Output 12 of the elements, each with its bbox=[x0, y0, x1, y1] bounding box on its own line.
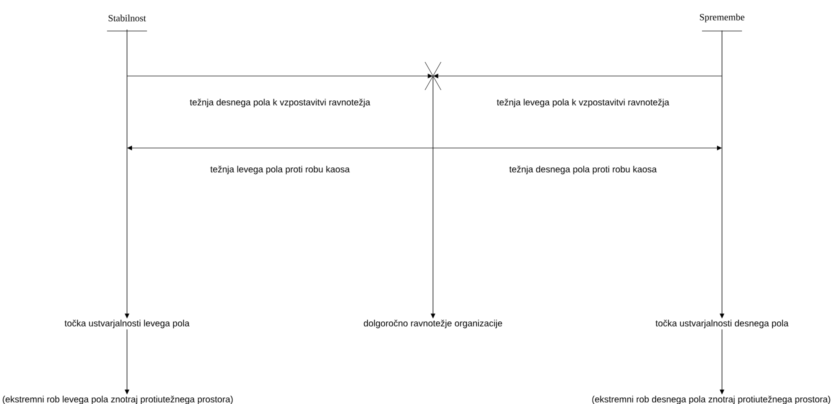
cross-mark bbox=[424, 62, 442, 90]
text-label: točka ustvarjalnosti desnega pola bbox=[656, 320, 788, 328]
edge-label: težnja desnega pola k vzpostavitvi ravnotežja bbox=[190, 98, 370, 108]
text-label: težnja levega pola proti robu kaosa bbox=[210, 166, 350, 174]
text-label: dolgoročno ravnotežje organizacije bbox=[364, 320, 502, 328]
pole-heading: Spremembe bbox=[700, 14, 744, 32]
text-label: (ekstremni rob desnega pola znotraj protiutežnega prostora) bbox=[592, 396, 830, 404]
text-label: (ekstremni rob levega pola znotraj protiutežnega prostora) bbox=[2, 396, 233, 404]
text-label: točka ustvarjalnosti levega pola bbox=[64, 320, 190, 328]
pole-heading: Stabilnost bbox=[106, 14, 148, 32]
edge-label: težnja levega pola k vzpostavitvi ravnotežja bbox=[496, 98, 670, 108]
text-label: težnja desnega pola proti robu kaosa bbox=[509, 166, 657, 174]
